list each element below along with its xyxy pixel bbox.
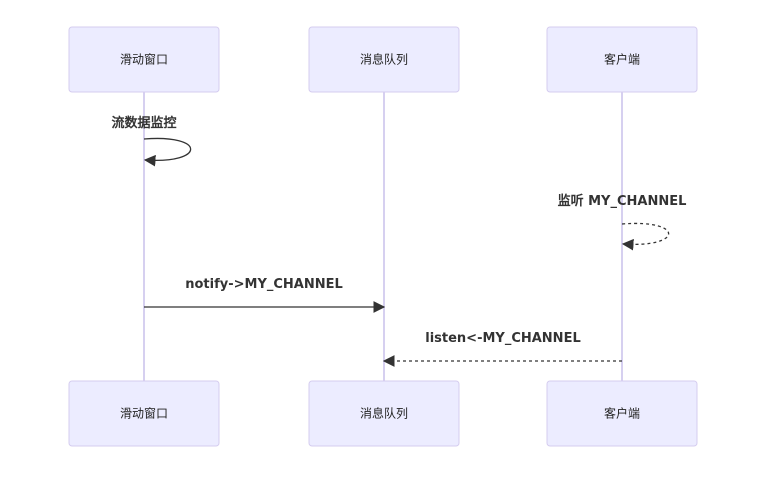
message-label: notify->MY_CHANNEL [185,277,343,292]
message-label: 监听 MY_CHANNEL [558,193,687,209]
message-label: 流数据监控 [111,115,176,131]
participant-label: 消息队列 [360,52,408,67]
participant-label: 滑动窗口 [120,53,168,67]
message-label: listen<-MY_CHANNEL [425,331,580,346]
message-self-client: 监听 MY_CHANNEL [558,193,687,251]
participant-label: 客户端 [604,406,640,421]
message-self-window: 流数据监控 [111,115,192,167]
participant-label: 客户端 [604,52,640,67]
participant-label: 消息队列 [360,406,408,421]
participant-top-queue[interactable]: 消息队列 [308,26,460,93]
message-window-to-queue: notify->MY_CHANNEL [144,277,386,313]
participant-bottom-queue[interactable]: 消息队列 [308,380,460,447]
participant-bottom-window[interactable]: 滑动窗口 [68,380,220,447]
participant-bottom-client[interactable]: 客户端 [546,380,698,447]
participant-top-client[interactable]: 客户端 [546,26,698,93]
participant-label: 滑动窗口 [120,407,168,421]
message-client-to-queue: listen<-MY_CHANNEL [382,331,622,367]
participant-top-window[interactable]: 滑动窗口 [68,26,220,93]
